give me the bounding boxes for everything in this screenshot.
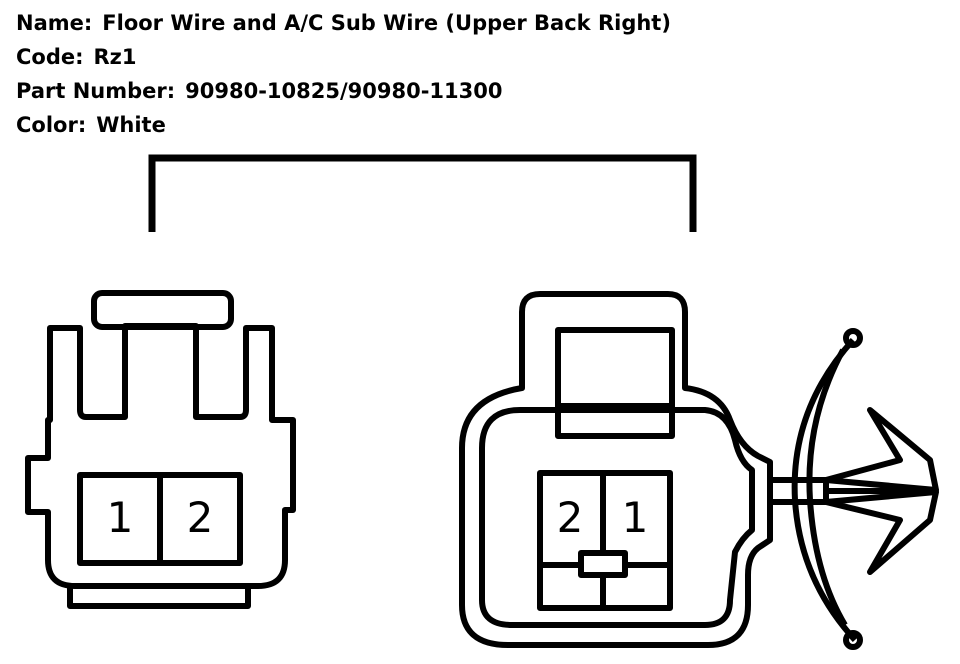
right-connector-shell — [459, 291, 773, 648]
code-label: Code: — [16, 45, 84, 69]
right-latch-window — [555, 327, 675, 409]
right-pin-2: 2 — [557, 493, 584, 542]
right-connector — [459, 291, 773, 648]
color-value: White — [96, 113, 166, 137]
code-row: Code: Rz1 — [16, 42, 671, 76]
mounting-clip — [767, 328, 939, 650]
clip-arc-inner — [806, 348, 848, 627]
clip-barb-lower — [823, 489, 939, 575]
name-value: Floor Wire and A/C Sub Wire (Upper Back … — [102, 11, 671, 35]
left-connector — [25, 290, 296, 609]
connector-info: Name: Floor Wire and A/C Sub Wire (Upper … — [16, 8, 671, 144]
right-latch-base — [555, 403, 675, 439]
code-value: Rz1 — [93, 45, 137, 69]
right-connector-inner-wall — [479, 407, 755, 628]
clip-arc — [791, 337, 858, 643]
left-connector-outline — [25, 323, 296, 589]
mating-bracket — [148, 154, 697, 232]
color-label: Color: — [16, 113, 87, 137]
part-number-value: 90980-10825/90980-11300 — [185, 79, 503, 103]
left-bottom-rail — [67, 586, 251, 609]
clip-barb-upper — [823, 407, 939, 493]
name-row: Name: Floor Wire and A/C Sub Wire (Upper … — [16, 8, 671, 42]
clip-stem — [767, 477, 829, 505]
part-number-row: Part Number: 90980-10825/90980-11300 — [16, 76, 671, 110]
left-pin-2: 2 — [187, 493, 214, 542]
clip-arc-bottom-end — [843, 630, 863, 650]
part-number-label: Part Number: — [16, 79, 176, 103]
right-pin-1: 1 — [622, 493, 649, 542]
color-row: Color: White — [16, 110, 671, 144]
clip-arc-top-end — [843, 328, 863, 348]
left-pin-1: 1 — [107, 493, 134, 542]
left-latch-tab — [91, 290, 234, 330]
name-label: Name: — [16, 11, 93, 35]
right-keying-tab — [578, 550, 628, 578]
